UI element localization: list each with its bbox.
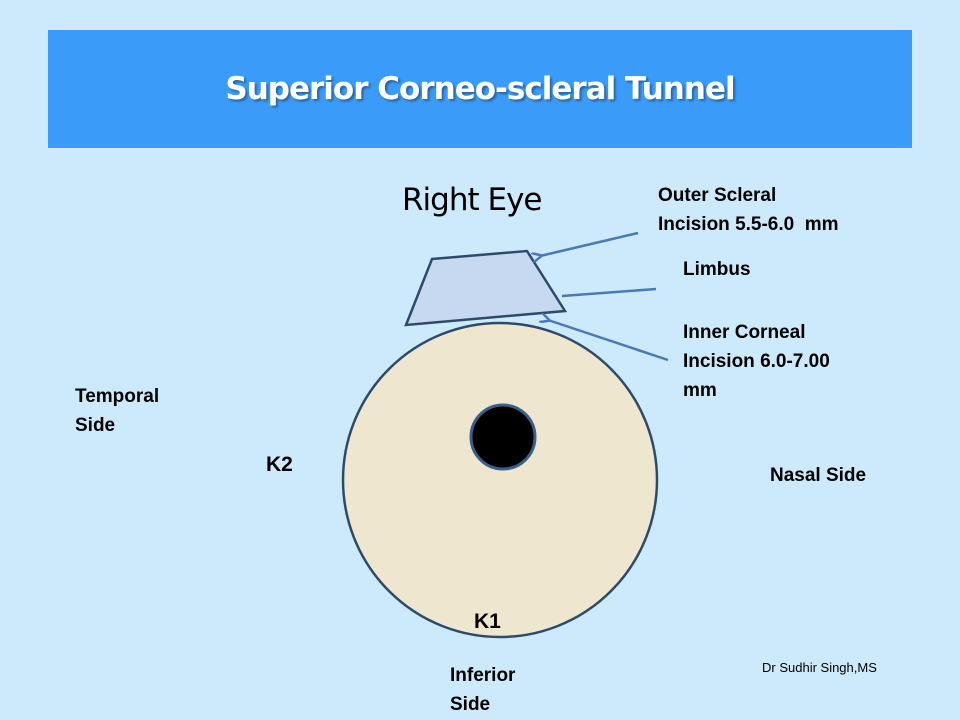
cornea-circle <box>341 321 659 639</box>
slide-title: Superior Corneo-scleral Tunnel <box>225 71 735 107</box>
credit: Dr Sudhir Singh,MS <box>762 660 877 675</box>
k2-label: K2 <box>266 453 293 476</box>
outer-incision-line1: Outer Scleral <box>658 185 777 206</box>
eye-label: Right Eye <box>402 182 542 218</box>
inferior-label: Inferior Side <box>450 661 515 719</box>
inner-incision-line2: Incision 6.0-7.00 <box>683 351 830 372</box>
outer-incision-label: Outer Scleral Incision 5.5-6.0 mm <box>658 181 839 239</box>
tunnel-incision <box>404 249 568 327</box>
limbus-pointer <box>561 287 657 298</box>
temporal-line1: Temporal <box>75 386 160 407</box>
temporal-line2: Side <box>75 415 116 436</box>
temporal-label: Temporal Side <box>75 382 159 440</box>
title-banner: Superior Corneo-scleral Tunnel <box>48 30 912 148</box>
limbus-label: Limbus <box>683 259 751 280</box>
inner-incision-line3: mm <box>683 380 717 401</box>
k1-label: K1 <box>474 610 501 633</box>
inferior-line1: Inferior <box>450 665 516 686</box>
inner-incision-arrow <box>548 320 669 362</box>
outer-incision-arrow <box>540 231 639 256</box>
inner-incision-line1: Inner Corneal <box>683 322 806 343</box>
inferior-line2: Side <box>450 694 491 715</box>
inner-incision-label: Inner Corneal Incision 6.0-7.00 mm <box>683 318 830 405</box>
outer-incision-line2: Incision 5.5-6.0 mm <box>658 214 839 235</box>
pupil <box>469 403 537 471</box>
nasal-label: Nasal Side <box>770 465 867 486</box>
